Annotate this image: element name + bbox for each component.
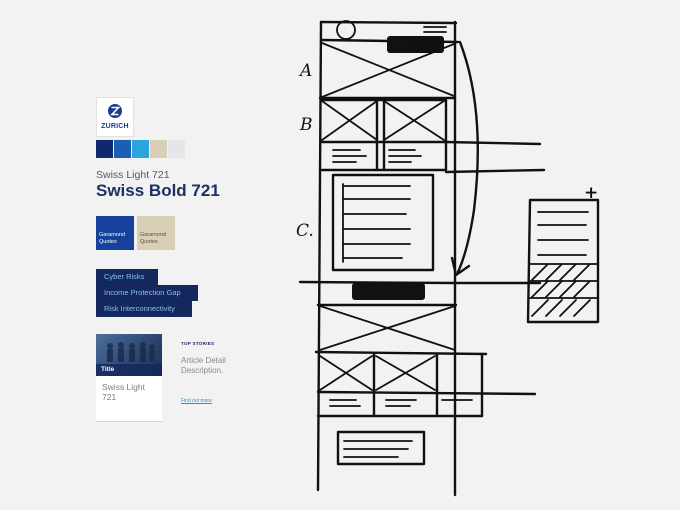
quote-card-blue[interactable]: Garamond Quotes [96,216,134,250]
find-out-more-link[interactable]: Find out more [181,398,212,404]
sketch-plus-sign: + [584,183,598,203]
zurich-logo-text: ZURICH [101,123,129,130]
quote-card-beige[interactable]: Garamond Quotes [137,216,175,250]
top-stories-label: TOP STORIES [181,341,215,346]
sketch-label-c: C. [296,221,314,241]
sketch-column-left-edge [316,20,323,492]
sketch-label-a: A [298,61,312,81]
color-swatch-1 [96,140,113,158]
article-card-subtitle: Swiss Light 721 [102,382,145,403]
sketch-logo-circle [336,20,356,40]
quote-card-label: Garamond Quotes [99,232,125,246]
sketch-label-b: B [299,115,313,135]
sketch-header-filled-block [387,36,444,53]
tag-risk-interconnectivity[interactable]: Risk Interconnectivity [96,301,192,317]
color-swatch-3 [132,140,149,158]
article-card[interactable]: Title Swiss Light 721 [96,334,162,422]
font-sample-light: Swiss Light 721 [96,169,170,181]
tag-income-protection-gap[interactable]: Income Protection Gap [96,285,198,301]
zurich-emblem-icon [108,104,122,118]
sketch-arrow [456,40,479,274]
color-swatch-4 [150,140,167,158]
top-stories-description: Article Detail Description. [181,356,226,376]
sketch-mid-filled-block [352,283,425,300]
people-silhouettes-icon [107,342,155,362]
color-swatch-2 [114,140,131,158]
quote-card-label: Garamond Quotes [140,232,166,246]
article-card-title: Title [96,364,162,376]
color-swatch-5 [168,140,185,158]
zurich-logo: ZURICH [96,97,134,137]
tag-cyber-risks[interactable]: Cyber Risks [96,269,158,285]
font-sample-bold: Swiss Bold 721 [96,181,220,200]
